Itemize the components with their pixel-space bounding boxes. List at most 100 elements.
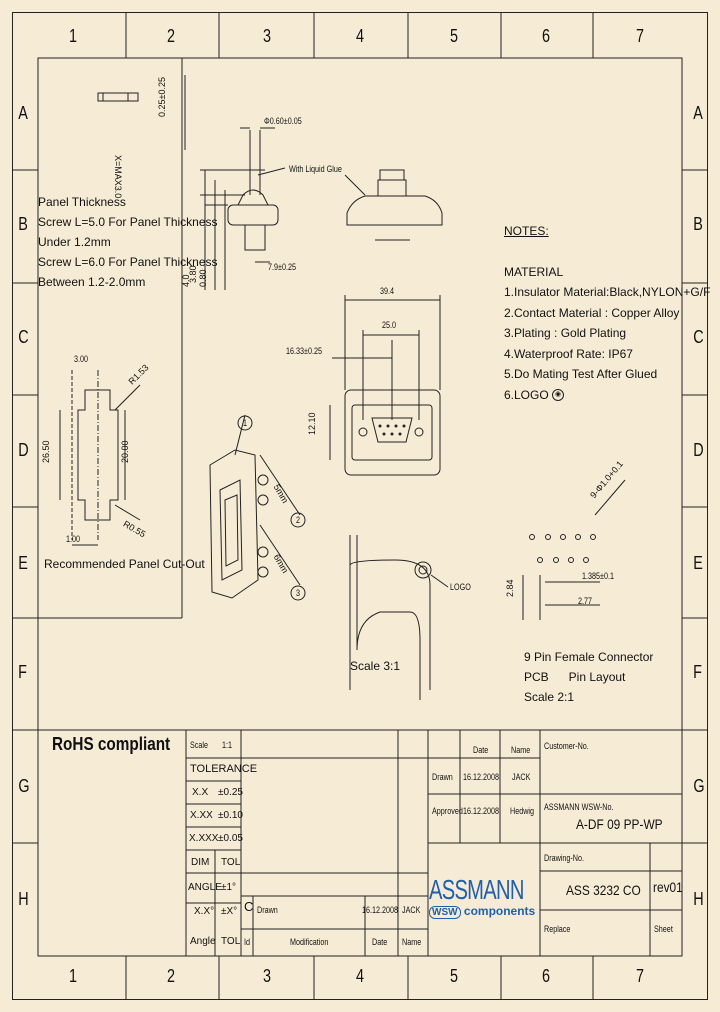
- wsw-badge-icon: WSW: [429, 906, 461, 919]
- mod-header-name: Name: [402, 937, 422, 947]
- col-label: 2: [167, 26, 176, 46]
- note-item: 4.Waterproof Rate: IP67: [504, 346, 633, 361]
- detail-scale: Scale 3:1: [350, 659, 401, 673]
- dim-label: Φ0.60±0.05: [264, 116, 302, 126]
- dim-label: 1.385±0.1: [582, 571, 614, 581]
- dim-label: 3.80: [188, 265, 198, 283]
- row-label: F: [18, 662, 27, 682]
- mod-header-modification: Modification: [290, 937, 329, 947]
- note-line: Under 1.2mm: [38, 235, 111, 249]
- row-label: B: [693, 214, 703, 234]
- logo-bottom: WSW components: [429, 904, 539, 919]
- col-label: 4: [356, 966, 365, 986]
- tol-key: X.XXX: [189, 833, 219, 844]
- note-line: Screw L=5.0 For Panel Thickness: [38, 215, 218, 229]
- dim-header: DIM: [191, 857, 210, 868]
- drawing-no: ASS 3232 CO: [566, 882, 641, 898]
- sheet-label: Sheet: [654, 924, 673, 934]
- balloon-1: 1: [243, 418, 248, 428]
- dim-label: 16.33±0.25: [286, 346, 322, 356]
- approved-date: 16.12.2008: [463, 806, 500, 816]
- tol-value: ±0.10: [218, 810, 243, 821]
- mod-name: JACK: [402, 905, 421, 915]
- row-label: F: [693, 662, 702, 682]
- row-label: C: [693, 327, 704, 347]
- assmann-part-no: A-DF 09 PP-WP: [576, 816, 663, 832]
- dim-label: 1.00: [66, 534, 81, 544]
- col-label: 3: [263, 26, 272, 46]
- tol-value: ±0.05: [218, 833, 243, 844]
- drawn-date: 16.12.2008: [463, 772, 500, 782]
- notes-block: NOTES: MATERIAL 1.Insulator Material:Bla…: [504, 221, 710, 405]
- revision: rev01: [653, 879, 683, 895]
- dim-label: 39.4: [380, 286, 395, 296]
- dim-label: 25.0: [382, 320, 397, 330]
- col-label: 6: [542, 26, 551, 46]
- drawing-frame: [12, 12, 708, 1000]
- mod-letter: C: [244, 899, 254, 914]
- row-label: B: [18, 214, 28, 234]
- row-label: E: [693, 553, 703, 573]
- row-label: G: [693, 776, 705, 796]
- panel-thickness-note: Panel Thickness Screw L=5.0 For Panel Th…: [38, 192, 218, 292]
- dim-label: 20.00: [120, 440, 130, 463]
- note-line: Between 1.2-2.0mm: [38, 275, 146, 289]
- assmann-no-label: ASSMANN WSW-No.: [544, 802, 614, 812]
- dim-label: 2.84: [505, 579, 515, 597]
- pcb-caption: 9 Pin Female Connector PCB Pin Layout Sc…: [524, 650, 654, 704]
- tolerance-label: TOLERANCE: [190, 763, 258, 775]
- row-label: C: [18, 327, 29, 347]
- col-label: 5: [450, 26, 459, 46]
- col-label: 4: [356, 26, 365, 46]
- col-label: 7: [636, 26, 645, 46]
- balloon-2: 2: [296, 515, 301, 525]
- drawn-label: Drawn: [432, 772, 453, 782]
- row-label: H: [693, 889, 704, 909]
- col-label: 1: [69, 26, 78, 46]
- row-label: H: [18, 889, 29, 909]
- note-item: 3.Plating : Gold Plating: [504, 326, 627, 340]
- date-header: Date: [473, 745, 489, 755]
- dim-label: 12.10: [307, 412, 317, 435]
- tol-header: TOL: [221, 936, 241, 947]
- customer-no-label: Customer-No.: [544, 741, 589, 751]
- note-item: 5.Do Mating Test After Glued: [504, 367, 658, 381]
- angle-key: ANGLE: [188, 882, 222, 893]
- note-item: 1.Insulator Material:Black,NYLON+G/F: [504, 285, 711, 299]
- logo-callout: LOGO: [450, 582, 471, 592]
- glue-label: With Liquid Glue: [289, 164, 342, 174]
- approved-name: Hedwig: [510, 806, 535, 816]
- note-line: Panel Thickness: [38, 195, 126, 209]
- col-label: 3: [263, 966, 272, 986]
- angle-value: ±X°: [221, 906, 238, 917]
- tol-key: X.X: [192, 787, 209, 798]
- logo-mark-icon: ◉: [552, 389, 565, 402]
- note-line: Screw L=6.0 For Panel Thickness: [38, 255, 218, 269]
- dim-label: 3.00: [74, 354, 89, 364]
- replace-label: Replace: [544, 924, 571, 934]
- notes-title: NOTES:: [504, 224, 549, 238]
- rohs-label: RoHS compliant: [52, 734, 171, 754]
- tol-header: TOL: [221, 857, 241, 868]
- dim-label: 7.9±0.25: [268, 262, 296, 272]
- name-header: Name: [511, 745, 531, 755]
- note-item: 2.Contact Material : Copper Alloy: [504, 305, 680, 320]
- dim-label: X=MAX3.0: [113, 155, 123, 199]
- angle-key: X.X°: [194, 906, 215, 917]
- drawing-no-label: Drawing-No.: [544, 853, 585, 863]
- dim-label: 26.50: [41, 440, 51, 463]
- col-label: 2: [167, 966, 176, 986]
- mod-header-date: Date: [372, 937, 388, 947]
- row-label: E: [18, 553, 28, 573]
- scale-label: Scale: [190, 740, 209, 750]
- approved-label: Approved: [432, 806, 463, 816]
- col-label: 7: [636, 966, 645, 986]
- logo-bottom-text: components: [463, 904, 536, 918]
- assmann-logo: ASSMANN WSW components: [429, 874, 539, 934]
- scale-value: 1:1: [222, 740, 233, 750]
- drawn-name: JACK: [512, 772, 531, 782]
- row-label: A: [693, 103, 703, 123]
- dim-label: 0.25±0.25: [157, 77, 167, 117]
- logo-top-text: ASSMANN: [429, 874, 524, 905]
